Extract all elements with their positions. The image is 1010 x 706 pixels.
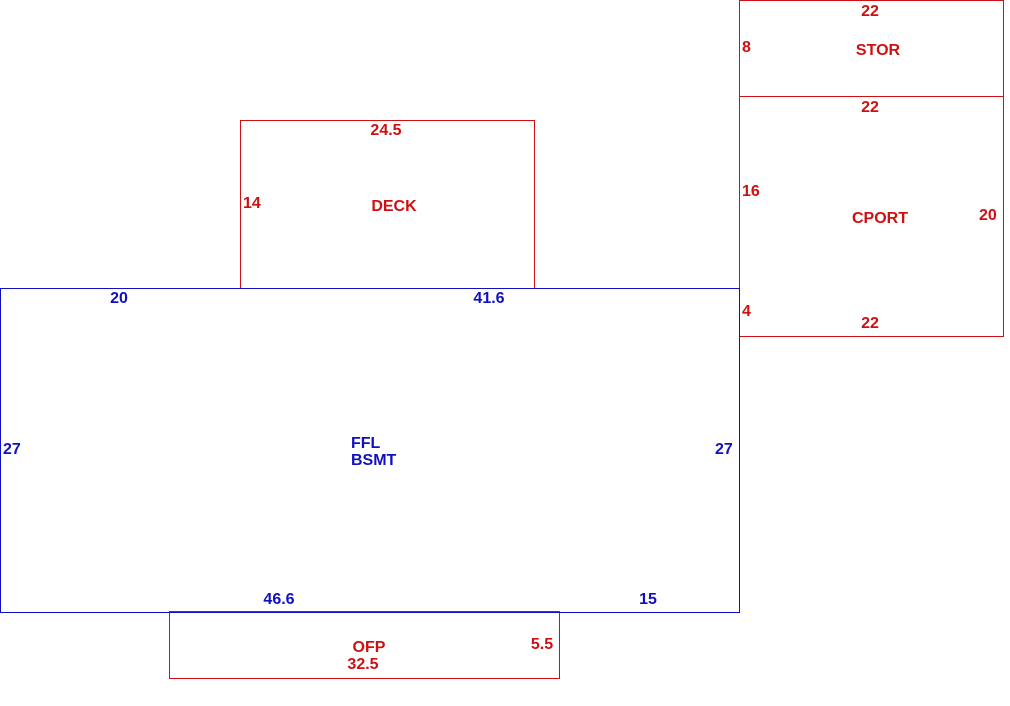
- ofp-area-name: OFP: [352, 639, 386, 656]
- stor-left-dimension: 8: [742, 39, 751, 56]
- main-right-dimension: 27: [715, 441, 733, 458]
- main-area: [0, 288, 740, 613]
- main-bottom-left-dimension: 46.6: [263, 591, 295, 608]
- main-area-name-line2: BSMT: [351, 452, 397, 469]
- main-left-dimension: 27: [3, 441, 21, 458]
- cport-bottom-dimension: 22: [861, 315, 879, 332]
- deck-top-dimension: 24.5: [370, 122, 402, 139]
- ofp-bottom-dimension: 32.5: [347, 656, 379, 673]
- cport-area-name: CPORT: [852, 210, 908, 227]
- cport-area: [739, 96, 1004, 337]
- ofp-right-dimension: 5.5: [530, 636, 554, 653]
- cport-top-dimension: 22: [861, 99, 879, 116]
- stor-top-dimension: 22: [861, 3, 879, 20]
- ofp-area: [169, 611, 560, 679]
- cport-left-dimension: 16: [742, 183, 760, 200]
- main-top-left-dimension: 20: [110, 290, 128, 307]
- deck-area-name: DECK: [371, 198, 417, 215]
- main-top-right-dimension: 41.6: [473, 290, 505, 307]
- cport-lower-left-dimension: 4: [742, 303, 751, 320]
- cport-right-dimension: 20: [979, 207, 997, 224]
- stor-area-name: STOR: [855, 42, 901, 59]
- main-bottom-right-dimension: 15: [639, 591, 657, 608]
- main-area-name-line1: FFL: [351, 435, 381, 452]
- deck-left-dimension: 14: [243, 195, 261, 212]
